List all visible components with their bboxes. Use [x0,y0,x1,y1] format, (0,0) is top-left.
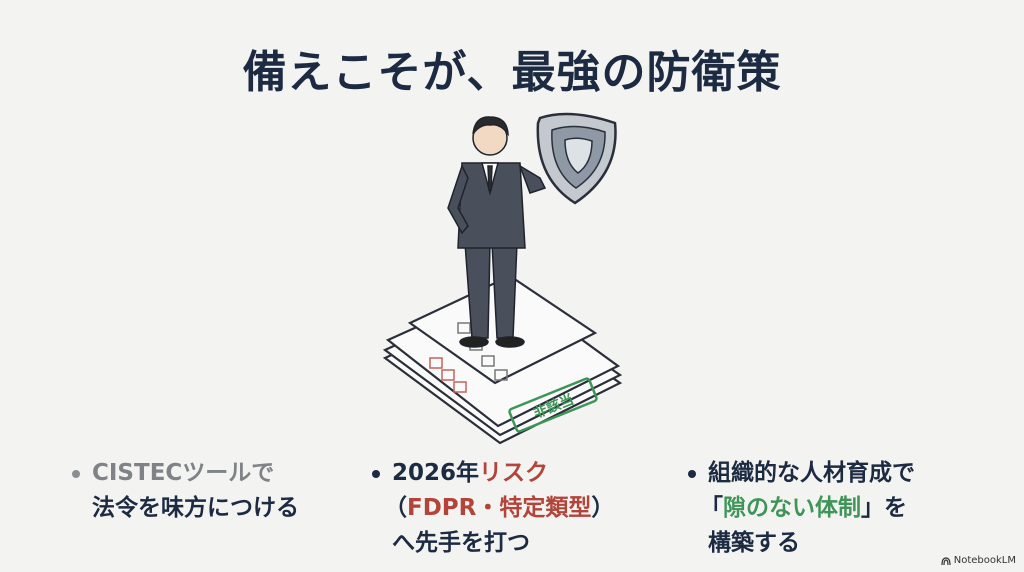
bracket-open: 「 [700,495,723,521]
fdpr-highlight: FDPR・特定類型 [407,495,592,521]
year-text: 2026年 [392,460,480,486]
bracket-close: 」を [861,495,907,521]
shield-icon [536,112,617,205]
businessman [447,116,547,348]
bullet-line: 2026年リスク [392,456,614,491]
paren-close: ） [591,495,615,521]
businessman-shield-illustration: 非該当 [382,112,623,445]
seamless-system-highlight: 隙のない体制 [723,495,861,521]
notebooklm-logo-icon [941,556,951,565]
risk-highlight: リスク [479,460,549,486]
bullet-line: 「隙のない体制」を [700,491,915,526]
bullet-dot [372,470,380,478]
slide-title: 備えこそが、最強の防衛策 [242,47,782,98]
bullet-line: 組織的な人材育成で [708,460,915,486]
bullet-line: へ先手を打つ [392,530,530,556]
bullet-line: （FDPR・特定類型） [384,491,614,526]
notebooklm-watermark: NotebookLM [941,555,1016,566]
bullet-line: 構築する [708,530,800,556]
bullet-dot [688,470,696,478]
brand-label: NotebookLM [953,555,1016,566]
bullet-line: CISTECツールで [92,460,275,486]
bullet-dot [72,470,80,478]
bullet-cistec-tool: CISTECツールで 法令を味方につける [72,456,299,526]
bullet-talent-development: 組織的な人材育成で 「隙のない体制」を 構築する [688,456,915,561]
paren-open: （ [384,495,407,521]
bullet-2026-risk: 2026年リスク （FDPR・特定類型） へ先手を打つ [372,456,614,561]
bullet-line: 法令を味方につける [92,495,299,521]
